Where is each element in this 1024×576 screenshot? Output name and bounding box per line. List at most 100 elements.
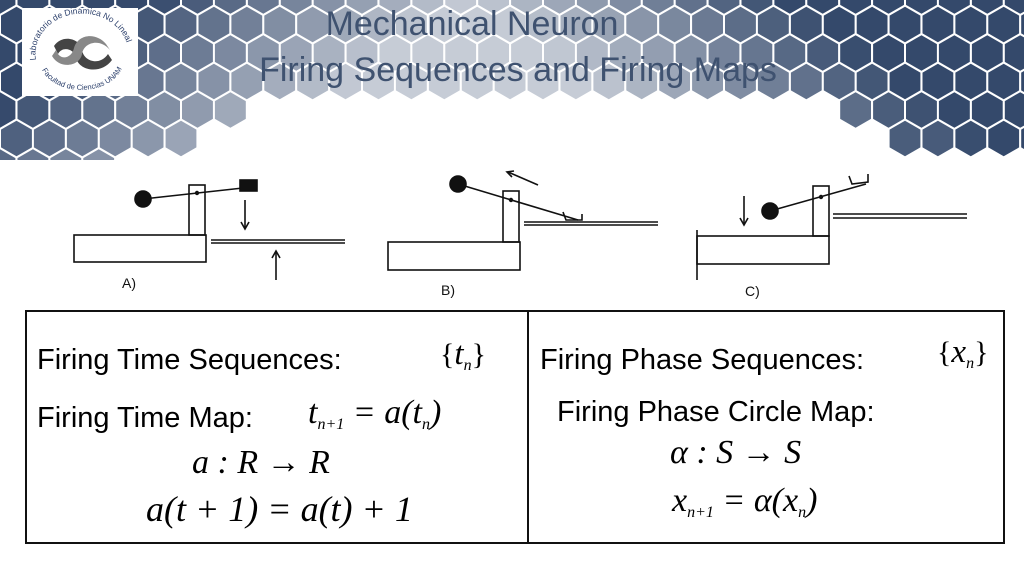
hexagon-tile [461,63,493,100]
diagram-b-pivot [508,197,514,203]
hexagon-tile [445,0,477,14]
hexagon-tile [132,120,164,157]
hexagon-tile [280,0,312,14]
hexagon-tile [1004,0,1024,14]
diagram-b-lever [457,183,579,221]
hexagon-tile [83,149,115,160]
hexagon-tile [873,0,904,14]
firing-phase-sequences-label: Firing Phase Sequences: [540,344,865,376]
hexagon-tile [889,63,921,100]
hexagon-tile [906,0,937,14]
hexagon-tile [626,63,658,100]
hexagon-tile [708,0,740,14]
hexagon-tile [461,6,493,43]
hexagon-tile [50,0,82,14]
lab-logo-emblem: Laboratorio de Dinámica No Lineal Facult… [27,5,134,92]
hexagon-tile [116,0,148,14]
hexagon-tile [50,149,82,160]
hexagon-tile [971,35,1003,71]
diagram-c-lever [769,183,867,212]
diagram-a-arrow-up-head [271,249,281,259]
firing-phase-map-equation: xn+1 = α(xn) [672,482,818,521]
hexagon-tile [823,63,855,100]
hexagon-tile [165,6,197,43]
hexagon-tile [363,63,394,100]
hexagon-tile [0,35,16,71]
hexagon-tile [659,63,690,100]
hexagon-tile [313,35,345,71]
hexagon-tile [889,120,921,157]
hexagon-tile [182,92,213,128]
hexagon-tile [17,0,49,14]
hexagon-tile [659,6,690,43]
hexagon-tile [412,35,444,71]
formulas-box [25,310,1005,544]
hexagon-tile [922,120,954,157]
hexagon-tile [938,35,970,71]
hexagon-tile [1021,70,1024,93]
hexagon-tile [83,92,115,128]
hexagon-tile [412,0,444,14]
hexagon-tile [363,6,394,43]
hexagon-tile [511,0,542,14]
hexagon-tile [280,35,312,71]
hexagon-tile [593,63,625,100]
hexagon-tile [83,0,115,14]
hexagon-tile [379,35,411,71]
diagram-a: A) [73,179,345,291]
hexagon-tile [938,92,970,128]
hexagon-tile [922,63,954,100]
firing-time-map-label: Firing Time Map: [37,402,253,434]
hexagon-tile [182,35,213,71]
hexagon-tile [231,6,263,43]
diagram-c-base [696,235,830,265]
hexagon-tile [988,6,1020,43]
hexagon-tile [560,63,592,100]
hexagon-tile [757,6,789,43]
diagram-c-hook [848,174,869,185]
hexagon-tile [1,120,32,157]
diagram-a-pivot-post [188,184,206,236]
hexagon-tile [214,0,246,14]
hexagon-tile [214,35,246,71]
hexagon-tile [889,6,921,43]
hexagon-tile [692,63,723,100]
hexagon-tile [330,6,361,43]
hexagon-tile [873,35,904,71]
diagram-a-pivot [194,190,200,196]
diagram-label-a: A) [122,275,136,291]
hexagon-tile [708,35,740,71]
hexagon-tile [725,63,756,100]
hexagon-tile [198,63,230,100]
hexagon-tile [774,0,806,14]
hexagon-tile [790,6,822,43]
hexagon-tile [840,92,871,128]
firing-time-lift-equation: a(t + 1) = a(t) + 1 [146,489,413,529]
hexagon-tile [297,63,329,100]
formulas-divider [527,310,529,544]
hexagon-tile [149,92,180,128]
hexagon-tile [856,6,888,43]
hexagon-tile [297,6,329,43]
hexagon-tile [971,0,1003,14]
hexagon-tile [757,63,789,100]
hexagon-tile [988,63,1020,100]
hexagon-tile [99,120,131,157]
hexagon-tile [247,35,279,71]
hexagon-tile [725,6,756,43]
hexagon-tile [988,120,1020,157]
hexagon-tile [938,0,970,14]
hexagon-tile [955,120,987,157]
hexagon-tile [642,35,674,71]
mechanical-neuron-diagrams: A) B) C) [73,170,967,299]
diagram-b: B) [387,170,658,298]
hexagon-tile [0,0,16,14]
hexagon-tile [478,0,509,14]
slide-title-line-2: Firing Sequences and Firing Maps [259,51,777,89]
hexagon-tile [1004,35,1024,71]
hexagon-tile [774,35,806,71]
hexagon-tile [149,35,180,71]
hexagon-tile [642,0,674,14]
hexagon-tile [50,92,82,128]
hexagon-tile [544,0,575,14]
